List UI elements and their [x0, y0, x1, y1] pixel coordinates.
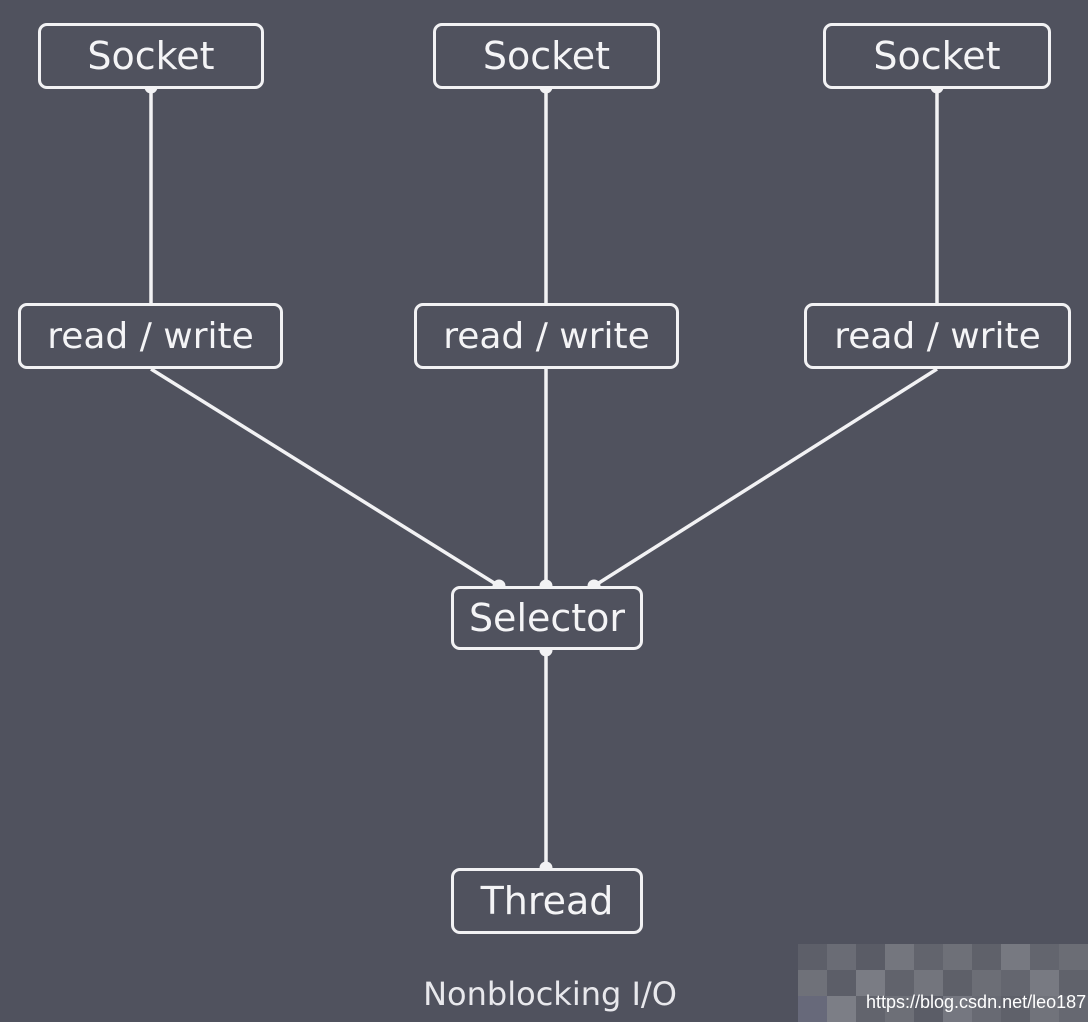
socket-node-1: Socket	[38, 23, 264, 89]
diagram-caption: Nonblocking I/O	[423, 975, 677, 1013]
selector-node: Selector	[451, 586, 643, 650]
socket-node-2: Socket	[433, 23, 660, 89]
read-write-node-2: read / write	[414, 303, 679, 369]
read-write-node-1: read / write	[18, 303, 283, 369]
socket-node-3: Socket	[823, 23, 1051, 89]
thread-node: Thread	[451, 868, 643, 934]
pixelated-mosaic	[798, 944, 1088, 1022]
read-write-node-3: read / write	[804, 303, 1071, 369]
watermark-url: https://blog.csdn.net/leo187	[866, 992, 1087, 1012]
connector-rw-1	[150, 367, 500, 588]
connector-rw-3	[593, 367, 938, 588]
